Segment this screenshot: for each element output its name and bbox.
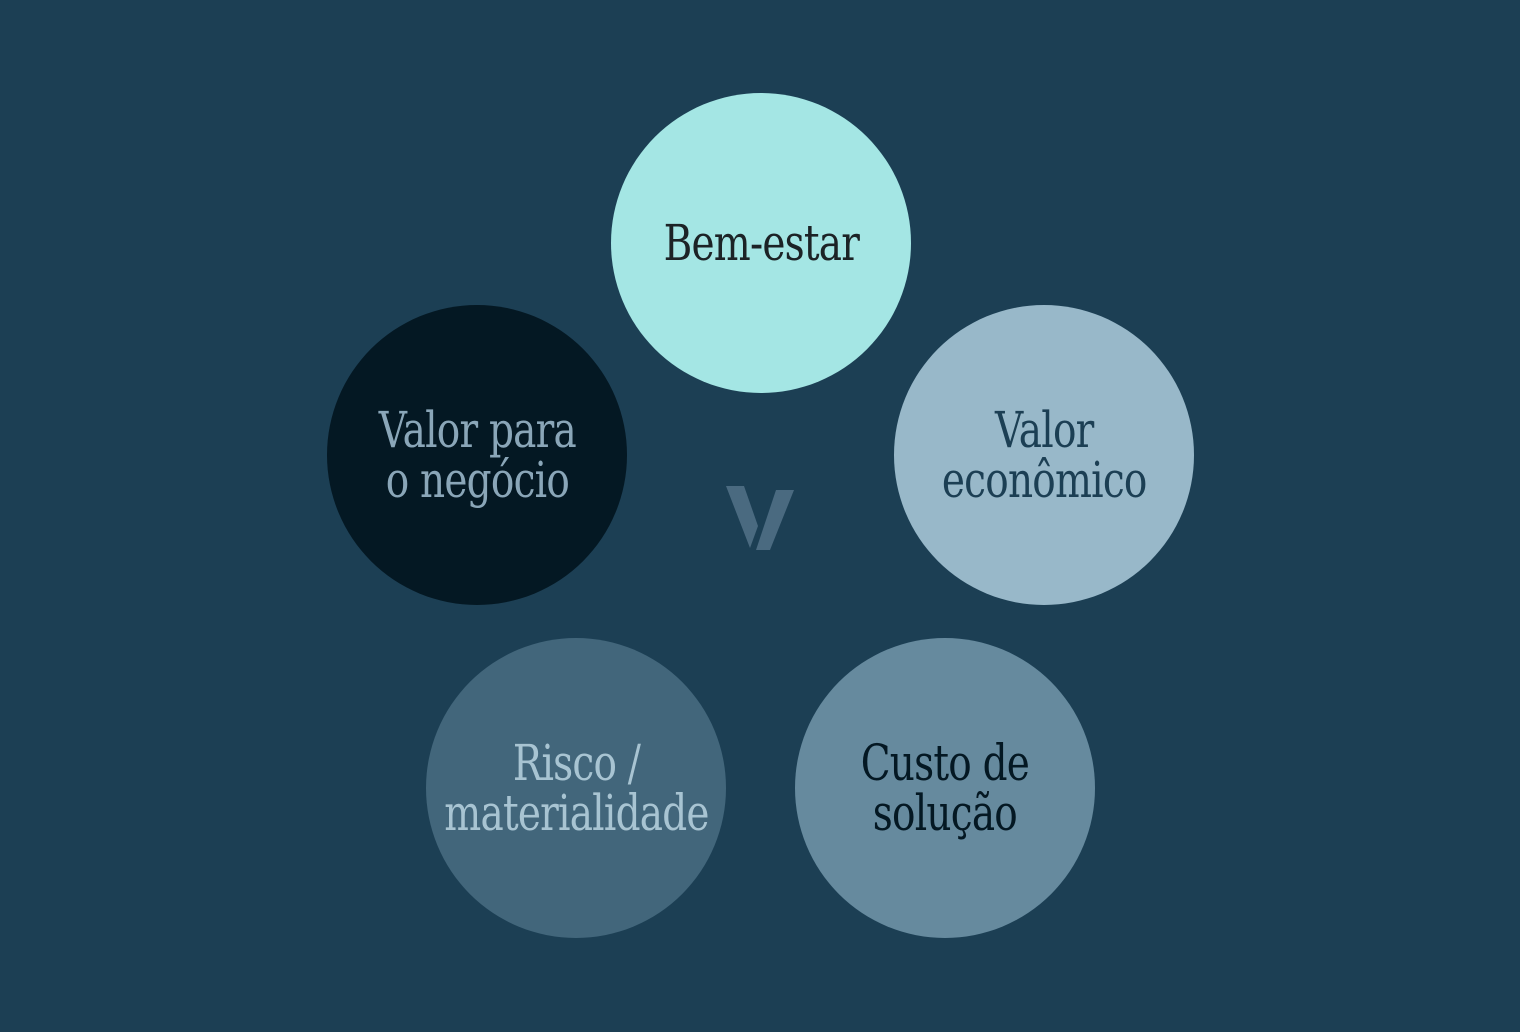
node-label-valor-economico: Valor econômico	[941, 401, 1148, 509]
node-label-valor-para-o-negocio: Valor para o negócio	[378, 401, 576, 509]
node-risco-materialidade: Risco / materialidade	[426, 638, 726, 938]
node-valor-economico: Valor econômico	[894, 305, 1194, 605]
node-label-risco-materialidade: Risco / materialidade	[443, 734, 709, 842]
node-bem-estar: Bem-estar	[611, 93, 911, 393]
node-label-bem-estar: Bem-estar	[663, 214, 859, 272]
node-custo-de-solucao: Custo de solução	[795, 638, 1095, 938]
logo-stroke-right	[756, 490, 794, 550]
brand-logo-mark-icon	[726, 486, 794, 550]
logo-stroke-left	[726, 486, 758, 548]
node-valor-para-o-negocio: Valor para o negócio	[327, 305, 627, 605]
node-label-custo-de-solucao: Custo de solução	[860, 734, 1030, 842]
